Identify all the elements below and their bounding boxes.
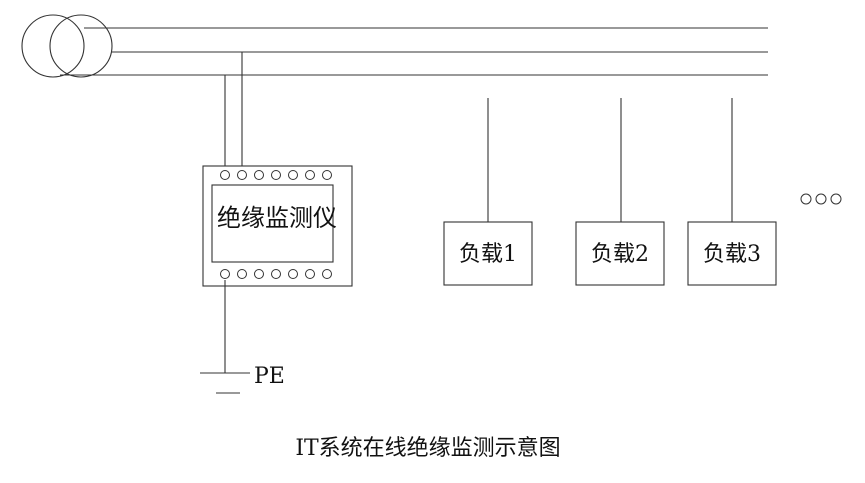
ground-symbol-icon bbox=[200, 372, 250, 394]
load-1-box bbox=[443, 221, 533, 286]
top-terminals bbox=[220, 170, 332, 180]
load-1-label: 负载1 bbox=[459, 242, 517, 267]
monitor-bus-connections bbox=[224, 52, 243, 172]
top-terminal-4 bbox=[271, 170, 281, 180]
bottom-terminal-3 bbox=[254, 269, 264, 279]
bus-lines bbox=[60, 27, 768, 76]
load-3-label: 负载3 bbox=[703, 242, 761, 267]
bottom-terminal-2 bbox=[237, 269, 247, 279]
top-terminal-1 bbox=[220, 170, 230, 180]
bottom-terminals bbox=[220, 269, 332, 279]
top-terminal-3 bbox=[254, 170, 264, 180]
transformer-icon bbox=[21, 14, 113, 78]
bottom-terminal-7 bbox=[322, 269, 332, 279]
bottom-terminal-6 bbox=[305, 269, 315, 279]
load-3: 负载3 bbox=[687, 98, 777, 286]
insulation-monitor: 绝缘监测仪 bbox=[202, 165, 353, 287]
ellipsis-dot-1 bbox=[800, 193, 812, 205]
load-2-box bbox=[575, 221, 665, 286]
ellipsis-dots bbox=[800, 193, 842, 205]
top-terminal-7 bbox=[322, 170, 332, 180]
ellipsis-dot-2 bbox=[815, 193, 827, 205]
bottom-terminal-1 bbox=[220, 269, 230, 279]
ellipsis-dot-3 bbox=[830, 193, 842, 205]
top-terminal-5 bbox=[288, 170, 298, 180]
top-terminal-6 bbox=[305, 170, 315, 180]
load-2-label: 负载2 bbox=[591, 242, 649, 267]
monitor-label: 绝缘监测仪 bbox=[217, 204, 337, 232]
load-3-box bbox=[687, 221, 777, 286]
top-terminal-2 bbox=[237, 170, 247, 180]
monitor-inner-box bbox=[211, 184, 334, 263]
load-2: 负载2 bbox=[575, 98, 665, 286]
bottom-terminal-4 bbox=[271, 269, 281, 279]
load-1: 负载1 bbox=[443, 98, 533, 286]
diagram-caption: IT系统在线绝缘监测示意图 bbox=[295, 436, 560, 461]
bottom-terminal-5 bbox=[288, 269, 298, 279]
ground-connection: PE bbox=[200, 280, 285, 394]
ground-label: PE bbox=[254, 364, 285, 389]
